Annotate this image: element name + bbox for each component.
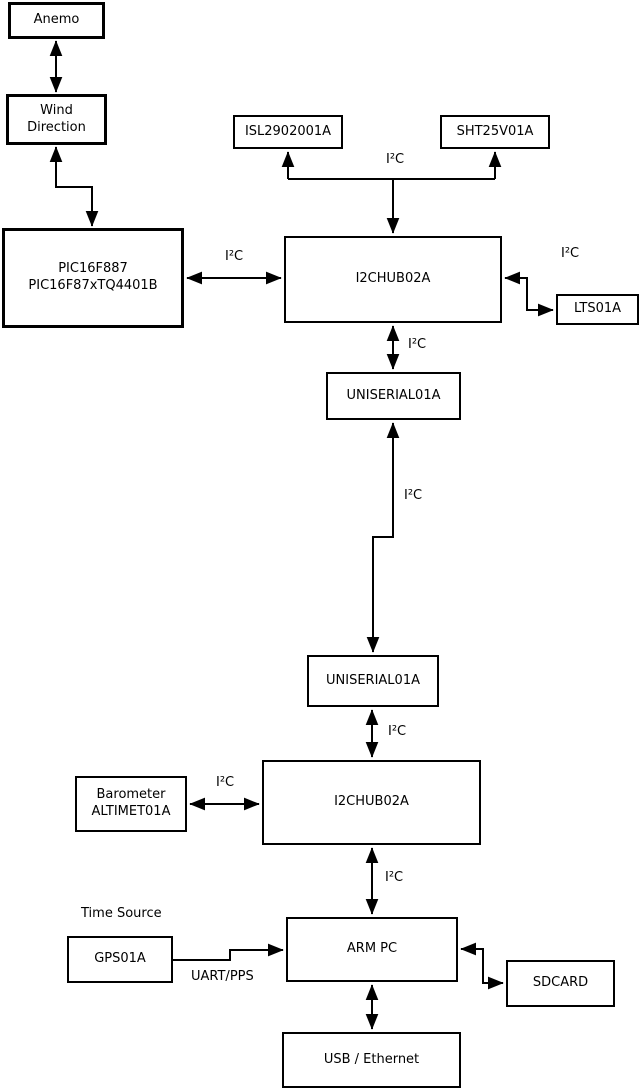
edge-label-i2c-sensor-bus: I²C	[386, 152, 405, 167]
node-lts01a: LTS01A	[556, 294, 639, 325]
edge-label-i2c-hub2-armpc: I²C	[385, 870, 404, 885]
node-uniserial01a-1: UNISERIAL01A	[326, 372, 461, 420]
edge-label-i2c-lts: I²C	[561, 246, 580, 261]
edge-label-i2c-pic-hub1: I²C	[225, 249, 244, 264]
edge-label-uart-pps: UART/PPS	[191, 969, 254, 984]
node-gps01a: GPS01A	[67, 936, 173, 983]
edge-gps-armpc	[173, 943, 284, 961]
node-isl2902001a: ISL2902001A	[233, 115, 343, 149]
edge-hub1-lts	[504, 271, 554, 317]
edge-armpc-sdcard	[460, 942, 504, 990]
node-sht25v01a: SHT25V01A	[440, 115, 550, 149]
node-barometer-altimet01a: Barometer ALTIMET01A	[75, 776, 187, 832]
edge-wind-pic	[49, 146, 99, 227]
edge-label-i2c-hub1-uniserial1: I²C	[408, 337, 427, 352]
node-pic16f887: PIC16F887 PIC16F87xTQ4401B	[2, 228, 184, 328]
annotation-time-source: Time Source	[81, 906, 162, 921]
node-uniserial01a-2: UNISERIAL01A	[307, 655, 439, 707]
node-usb-ethernet: USB / Ethernet	[282, 1032, 461, 1088]
edge-label-i2c-barometer: I²C	[216, 775, 235, 790]
edge-label-i2c-uniserial-link: I²C	[404, 488, 423, 503]
edge-uniserial1-uniserial2	[366, 422, 400, 653]
node-anemo: Anemo	[8, 2, 105, 39]
node-sdcard: SDCARD	[506, 960, 615, 1007]
node-i2chub02a-1: I2CHUB02A	[284, 236, 502, 323]
edge-label-i2c-uniserial2-hub2: I²C	[388, 724, 407, 739]
node-wind-direction: Wind Direction	[6, 94, 107, 145]
node-i2chub02a-2: I2CHUB02A	[262, 760, 481, 845]
node-arm-pc: ARM PC	[286, 917, 458, 982]
